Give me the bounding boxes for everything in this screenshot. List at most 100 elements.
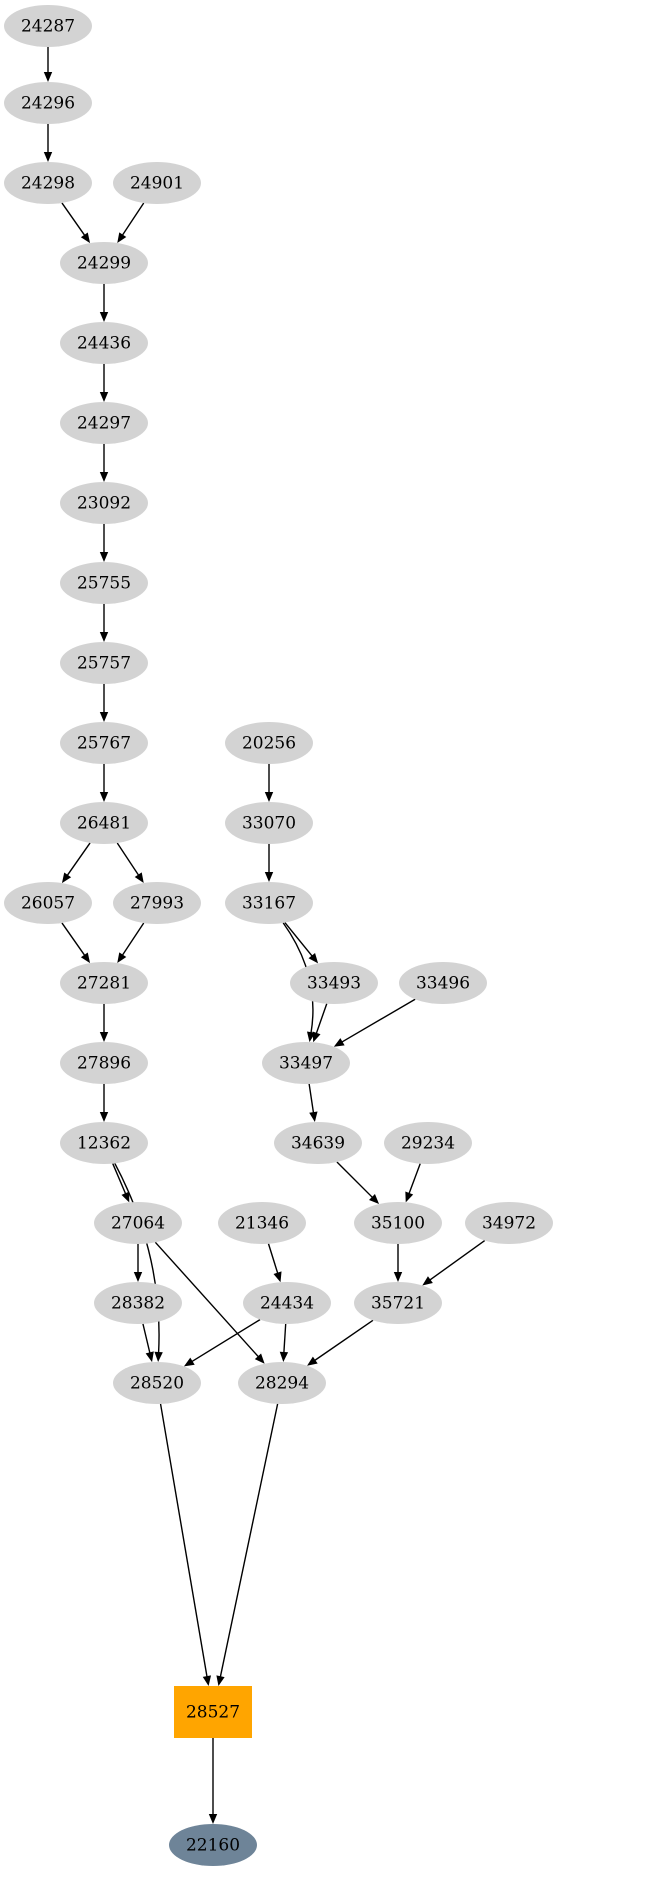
node-ellipse[interactable]: [60, 722, 148, 764]
arrowhead: [43, 152, 53, 162]
node-ellipse[interactable]: [60, 322, 148, 364]
graph-edge: [183, 1318, 261, 1367]
node-ellipse[interactable]: [274, 1122, 362, 1164]
node-ellipse[interactable]: [94, 1282, 182, 1324]
graph-node-28294[interactable]: 28294: [238, 1362, 326, 1404]
graph-edge: [133, 1244, 143, 1282]
node-ellipse[interactable]: [218, 1202, 306, 1244]
arrowhead: [422, 1276, 433, 1286]
graph-edge: [116, 842, 144, 883]
node-ellipse[interactable]: [399, 962, 487, 1004]
graph-edge: [99, 364, 109, 402]
graph-node-28382[interactable]: 28382: [94, 1282, 182, 1324]
graph-node-22160[interactable]: 22160: [169, 1824, 257, 1866]
graph-node-33496[interactable]: 33496: [399, 962, 487, 1004]
node-ellipse[interactable]: [465, 1202, 553, 1244]
node-ellipse[interactable]: [113, 1362, 201, 1404]
graph-node-33493[interactable]: 33493: [290, 962, 378, 1004]
node-ellipse[interactable]: [113, 882, 201, 924]
node-ellipse[interactable]: [60, 962, 148, 1004]
graph-node-24901[interactable]: 24901: [113, 162, 201, 204]
edge-line: [429, 1239, 486, 1281]
node-ellipse[interactable]: [60, 402, 148, 444]
node-ellipse[interactable]: [354, 1282, 442, 1324]
arrowhead: [99, 552, 109, 562]
node-ellipse[interactable]: [4, 5, 92, 47]
node-ellipse[interactable]: [4, 162, 92, 204]
edge-line: [159, 1403, 208, 1678]
graph-node-24299[interactable]: 24299: [60, 242, 148, 284]
node-ellipse[interactable]: [290, 962, 378, 1004]
graph-node-24297[interactable]: 24297: [60, 402, 148, 444]
graph-node-33497[interactable]: 33497: [262, 1042, 350, 1084]
node-ellipse[interactable]: [225, 882, 313, 924]
node-ellipse[interactable]: [384, 1122, 472, 1164]
graph-edge: [307, 1319, 374, 1366]
node-ellipse[interactable]: [60, 802, 148, 844]
node-ellipse[interactable]: [243, 1282, 331, 1324]
node-ellipse[interactable]: [4, 82, 92, 124]
node-ellipse[interactable]: [60, 1122, 148, 1164]
graph-node-34972[interactable]: 34972: [465, 1202, 553, 1244]
arrowhead: [202, 1675, 212, 1686]
graph-node-24287[interactable]: 24287: [4, 5, 92, 47]
node-ellipse[interactable]: [60, 1042, 148, 1084]
graph-node-24434[interactable]: 24434: [243, 1282, 331, 1324]
graph-edge: [267, 1243, 282, 1283]
arrowhead: [154, 1351, 163, 1363]
node-box[interactable]: [174, 1686, 252, 1738]
graph-node-24298[interactable]: 24298: [4, 162, 92, 204]
graph-edge: [99, 604, 109, 642]
node-ellipse[interactable]: [94, 1202, 182, 1244]
graph-node-26481[interactable]: 26481: [60, 802, 148, 844]
graph-node-25767[interactable]: 25767: [60, 722, 148, 764]
graph-node-28527[interactable]: 28527: [174, 1686, 252, 1738]
graph-node-24436[interactable]: 24436: [60, 322, 148, 364]
arrowhead: [216, 1675, 225, 1686]
graph-node-27993[interactable]: 27993: [113, 882, 201, 924]
graph-node-33167[interactable]: 33167: [225, 882, 313, 924]
node-ellipse[interactable]: [60, 562, 148, 604]
graph-node-34639[interactable]: 34639: [274, 1122, 362, 1164]
graph-node-20256[interactable]: 20256: [225, 722, 313, 764]
graph-node-25755[interactable]: 25755: [60, 562, 148, 604]
graph-node-23092[interactable]: 23092: [60, 482, 148, 524]
graph-node-27896[interactable]: 27896: [60, 1042, 148, 1084]
arrowhead: [80, 952, 91, 964]
graph-edge: [61, 922, 91, 964]
node-ellipse[interactable]: [60, 242, 148, 284]
node-ellipse[interactable]: [238, 1362, 326, 1404]
graph-node-28520[interactable]: 28520: [113, 1362, 201, 1404]
graph-node-33070[interactable]: 33070: [225, 802, 313, 844]
graph-node-21346[interactable]: 21346: [218, 1202, 306, 1244]
node-ellipse[interactable]: [225, 722, 313, 764]
graph-edge: [99, 764, 109, 802]
graph-node-27064[interactable]: 27064: [94, 1202, 182, 1244]
node-ellipse[interactable]: [169, 1824, 257, 1866]
node-ellipse[interactable]: [225, 802, 313, 844]
edge-line: [121, 922, 145, 956]
graph-node-35100[interactable]: 35100: [354, 1202, 442, 1244]
graph-node-27281[interactable]: 27281: [60, 962, 148, 1004]
graph-edge: [308, 1083, 318, 1123]
arrowhead: [183, 1357, 195, 1367]
arrowhead: [264, 792, 274, 802]
graph-node-24296[interactable]: 24296: [4, 82, 92, 124]
graph-node-29234[interactable]: 29234: [384, 1122, 472, 1164]
edge-line: [308, 1083, 315, 1114]
arrowhead: [117, 232, 127, 243]
graph-node-25757[interactable]: 25757: [60, 642, 148, 684]
graph-node-12362[interactable]: 12362: [60, 1122, 148, 1164]
graph-node-35721[interactable]: 35721: [354, 1282, 442, 1324]
graph-edge: [336, 1161, 380, 1205]
graph-node-26057[interactable]: 26057: [4, 882, 92, 924]
node-ellipse[interactable]: [60, 642, 148, 684]
node-ellipse[interactable]: [354, 1202, 442, 1244]
node-ellipse[interactable]: [60, 482, 148, 524]
node-ellipse[interactable]: [262, 1042, 350, 1084]
node-ellipse[interactable]: [113, 162, 201, 204]
node-ellipse[interactable]: [4, 882, 92, 924]
arrowhead: [99, 632, 109, 642]
graph-edge: [99, 524, 109, 562]
edge-line: [112, 1163, 127, 1195]
